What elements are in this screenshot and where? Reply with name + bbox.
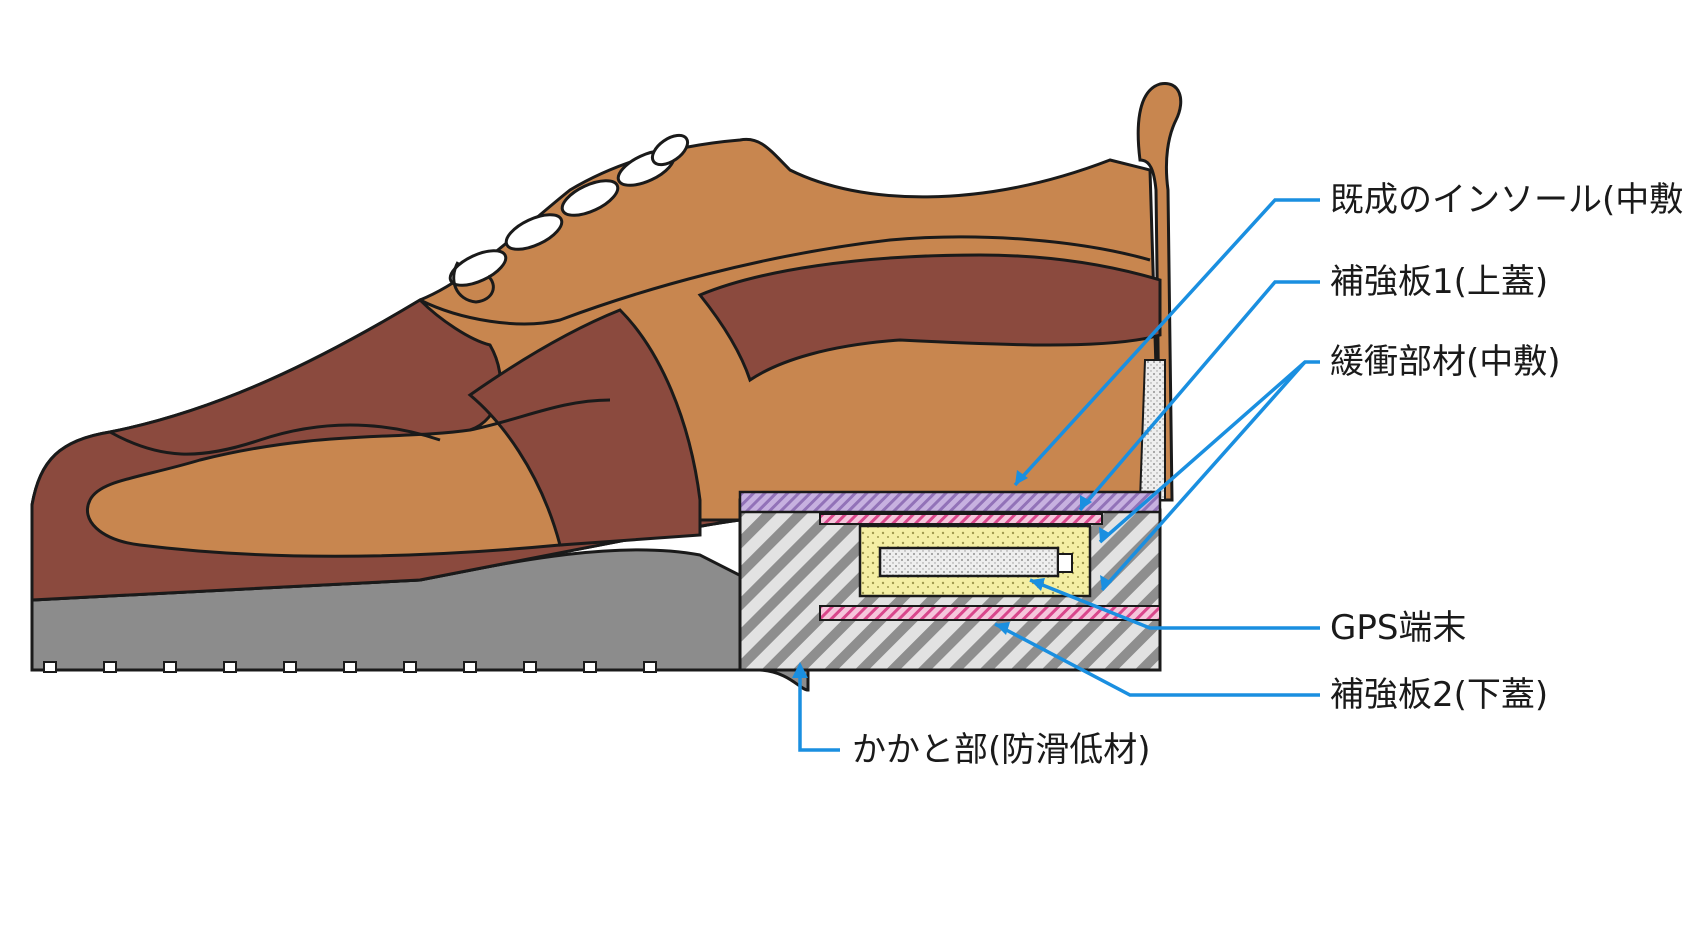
side-band-front (467, 308, 702, 547)
label-cushion: 緩衝部材(中敷) (1330, 342, 1561, 382)
reinforcement-plate-bottom (819, 605, 1161, 621)
label-heel: かかと部(防滑低材) (852, 730, 1151, 770)
side-band-back (697, 253, 1162, 383)
label-insole: 既成のインソール(中敷) (1330, 180, 1685, 220)
leader-lines (798, 198, 1320, 752)
heel-counter (1138, 359, 1166, 501)
gps-connector (1057, 553, 1073, 573)
leader-arrowheads (792, 470, 1112, 678)
label-gps-unit: GPS端末 (1330, 608, 1467, 648)
shoe-laces (448, 133, 690, 304)
upper-seam-lines (109, 235, 1151, 456)
gps-unit (878, 546, 1060, 578)
label-reinforcement-top: 補強板1(上蓋) (1330, 262, 1549, 302)
insole-layer (738, 490, 1162, 514)
label-reinforcement-bottom: 補強板2(下蓋) (1330, 675, 1549, 715)
sole-tread (43, 661, 657, 673)
reinforcement-plate-top (819, 513, 1103, 525)
